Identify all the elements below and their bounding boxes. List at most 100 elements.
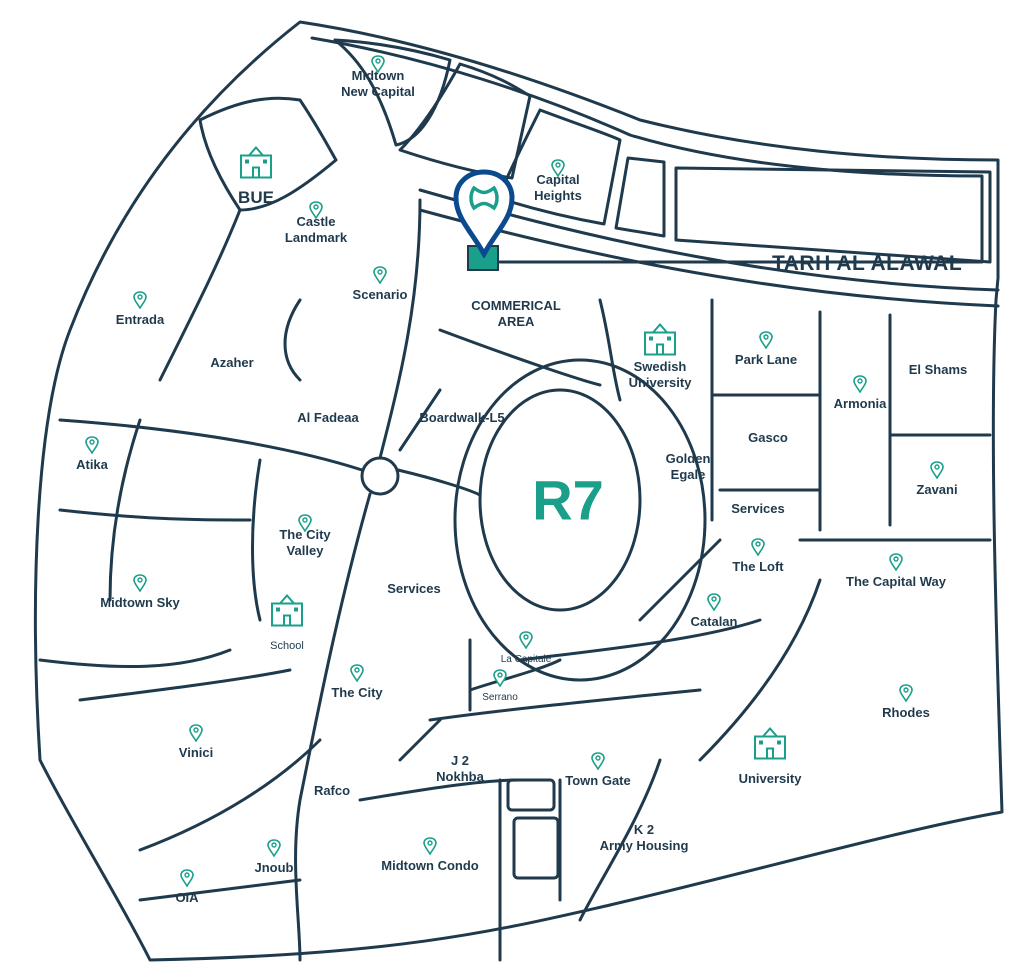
block-midtown [333, 38, 452, 147]
the-capital-way-pin-icon[interactable] [889, 553, 903, 572]
serrano-pin-icon[interactable] [493, 669, 507, 688]
serrano-label: Serrano [482, 692, 518, 703]
midtown-new-capital-pin-icon[interactable] [371, 55, 385, 74]
oia-label: OIA [175, 890, 199, 905]
castle-landmark-label: Castle Landmark [284, 214, 348, 245]
golden-egale-label: Golden Egale [665, 451, 711, 482]
armonia-label: Armonia [833, 396, 887, 411]
road-e [58, 508, 252, 522]
midtown-condo-pin-icon[interactable] [423, 837, 437, 856]
road-hh [138, 878, 302, 902]
atika-label: Atika [76, 457, 108, 472]
la-capitale-label: La Capitale [500, 654, 552, 665]
catalan-label: Catalan [690, 614, 738, 629]
road-h [138, 738, 322, 852]
road-dd [598, 298, 622, 402]
outer-ring-inner [310, 36, 984, 264]
town-gate-pin-icon[interactable] [591, 752, 605, 771]
park-lane-label: Park Lane [734, 352, 798, 367]
jnoub-pin-icon[interactable] [267, 839, 281, 858]
zavani-pin-icon[interactable] [930, 461, 944, 480]
la-capitale-pin-icon[interactable] [519, 631, 533, 650]
zavani-label: Zavani [916, 482, 958, 497]
university-label: University [738, 771, 802, 786]
road-l [698, 578, 822, 762]
oia-pin-icon[interactable] [180, 869, 194, 888]
road-c [378, 198, 422, 460]
al-fadeaa-label: Al Fadeaa [297, 410, 359, 425]
the-loft-label: The Loft [732, 559, 784, 574]
r7-oval [478, 388, 642, 612]
rafco-label: Rafco [313, 783, 351, 798]
j2-nokhba-label: J 2 Nokhba [436, 753, 484, 784]
location-marker-icon[interactable] [452, 168, 516, 260]
vinici-label: Vinici [178, 745, 214, 760]
midtown-sky-label: Midtown Sky [100, 595, 180, 610]
the-city-valley-pin-icon[interactable] [298, 514, 312, 533]
the-city-label: The City [331, 685, 383, 700]
scenario-pin-icon[interactable] [373, 266, 387, 285]
midtown-new-capital-label: Midtown New Capital [341, 68, 415, 99]
atika-pin-icon[interactable] [85, 436, 99, 455]
bue-label: BUE [238, 188, 274, 207]
jnoub-label: Jnoub [254, 860, 294, 875]
road-x [158, 208, 242, 382]
roundabout [360, 456, 400, 496]
commerical-area-label: COMMERICAL AREA [471, 298, 561, 329]
road-f [38, 648, 232, 669]
town-gate-label: Town Gate [565, 773, 631, 788]
road-b [396, 468, 482, 497]
small-block-2 [512, 816, 560, 880]
gasco-label: Gasco [748, 430, 788, 445]
road-u [638, 538, 722, 622]
entrada-pin-icon[interactable] [133, 291, 147, 310]
the-city-valley-label: The City Valley [279, 527, 331, 558]
road-a [58, 418, 364, 472]
block-east-top [674, 166, 992, 264]
scenario-label: Scenario [352, 287, 408, 302]
catalan-pin-icon[interactable] [707, 593, 721, 612]
services-west-label: Services [387, 581, 441, 596]
rhodes-label: Rhodes [882, 705, 930, 720]
capital-heights-label: Capital Heights [534, 172, 582, 203]
the-capital-way-label: The Capital Way [846, 574, 946, 589]
capital-heights-pin-icon[interactable] [551, 159, 565, 178]
road-d [294, 492, 372, 962]
park-lane-pin-icon[interactable] [759, 331, 773, 350]
block-bue [198, 96, 338, 212]
road-ee [468, 658, 562, 692]
road-w [108, 418, 142, 602]
block-capital-heights [496, 108, 622, 226]
road-k [518, 618, 762, 662]
road-m [578, 758, 662, 922]
outer-boundary [33, 20, 1004, 962]
road-i [358, 778, 522, 802]
rhodes-pin-icon[interactable] [899, 684, 913, 703]
small-block-1 [506, 778, 556, 812]
road-gg [398, 718, 442, 762]
road-v [251, 458, 262, 622]
r7-ring [453, 358, 707, 682]
the-city-pin-icon[interactable] [350, 664, 364, 683]
el-shams-label: El Shams [908, 362, 968, 377]
block-small [614, 156, 666, 238]
road-j [428, 688, 702, 722]
k2-army-housing-label: K 2 Army Housing [599, 822, 689, 853]
boardwalk-label: Boardwalk-L5 [419, 410, 505, 425]
midtown-sky-pin-icon[interactable] [133, 574, 147, 593]
entrada-label: Entrada [115, 312, 165, 327]
road-bb [398, 388, 442, 452]
road-y [283, 298, 302, 382]
vinici-pin-icon[interactable] [189, 724, 203, 743]
swedish-university-building-icon [639, 321, 681, 362]
azaher-label: Azaher [210, 355, 254, 370]
school-building-icon [266, 592, 308, 633]
armonia-pin-icon[interactable] [853, 375, 867, 394]
the-loft-pin-icon[interactable] [751, 538, 765, 557]
midtown-condo-label: Midtown Condo [381, 858, 479, 873]
school-label: School [270, 640, 304, 652]
castle-landmark-pin-icon[interactable] [309, 201, 323, 220]
road-g [78, 668, 292, 702]
university-building-icon [749, 725, 791, 766]
